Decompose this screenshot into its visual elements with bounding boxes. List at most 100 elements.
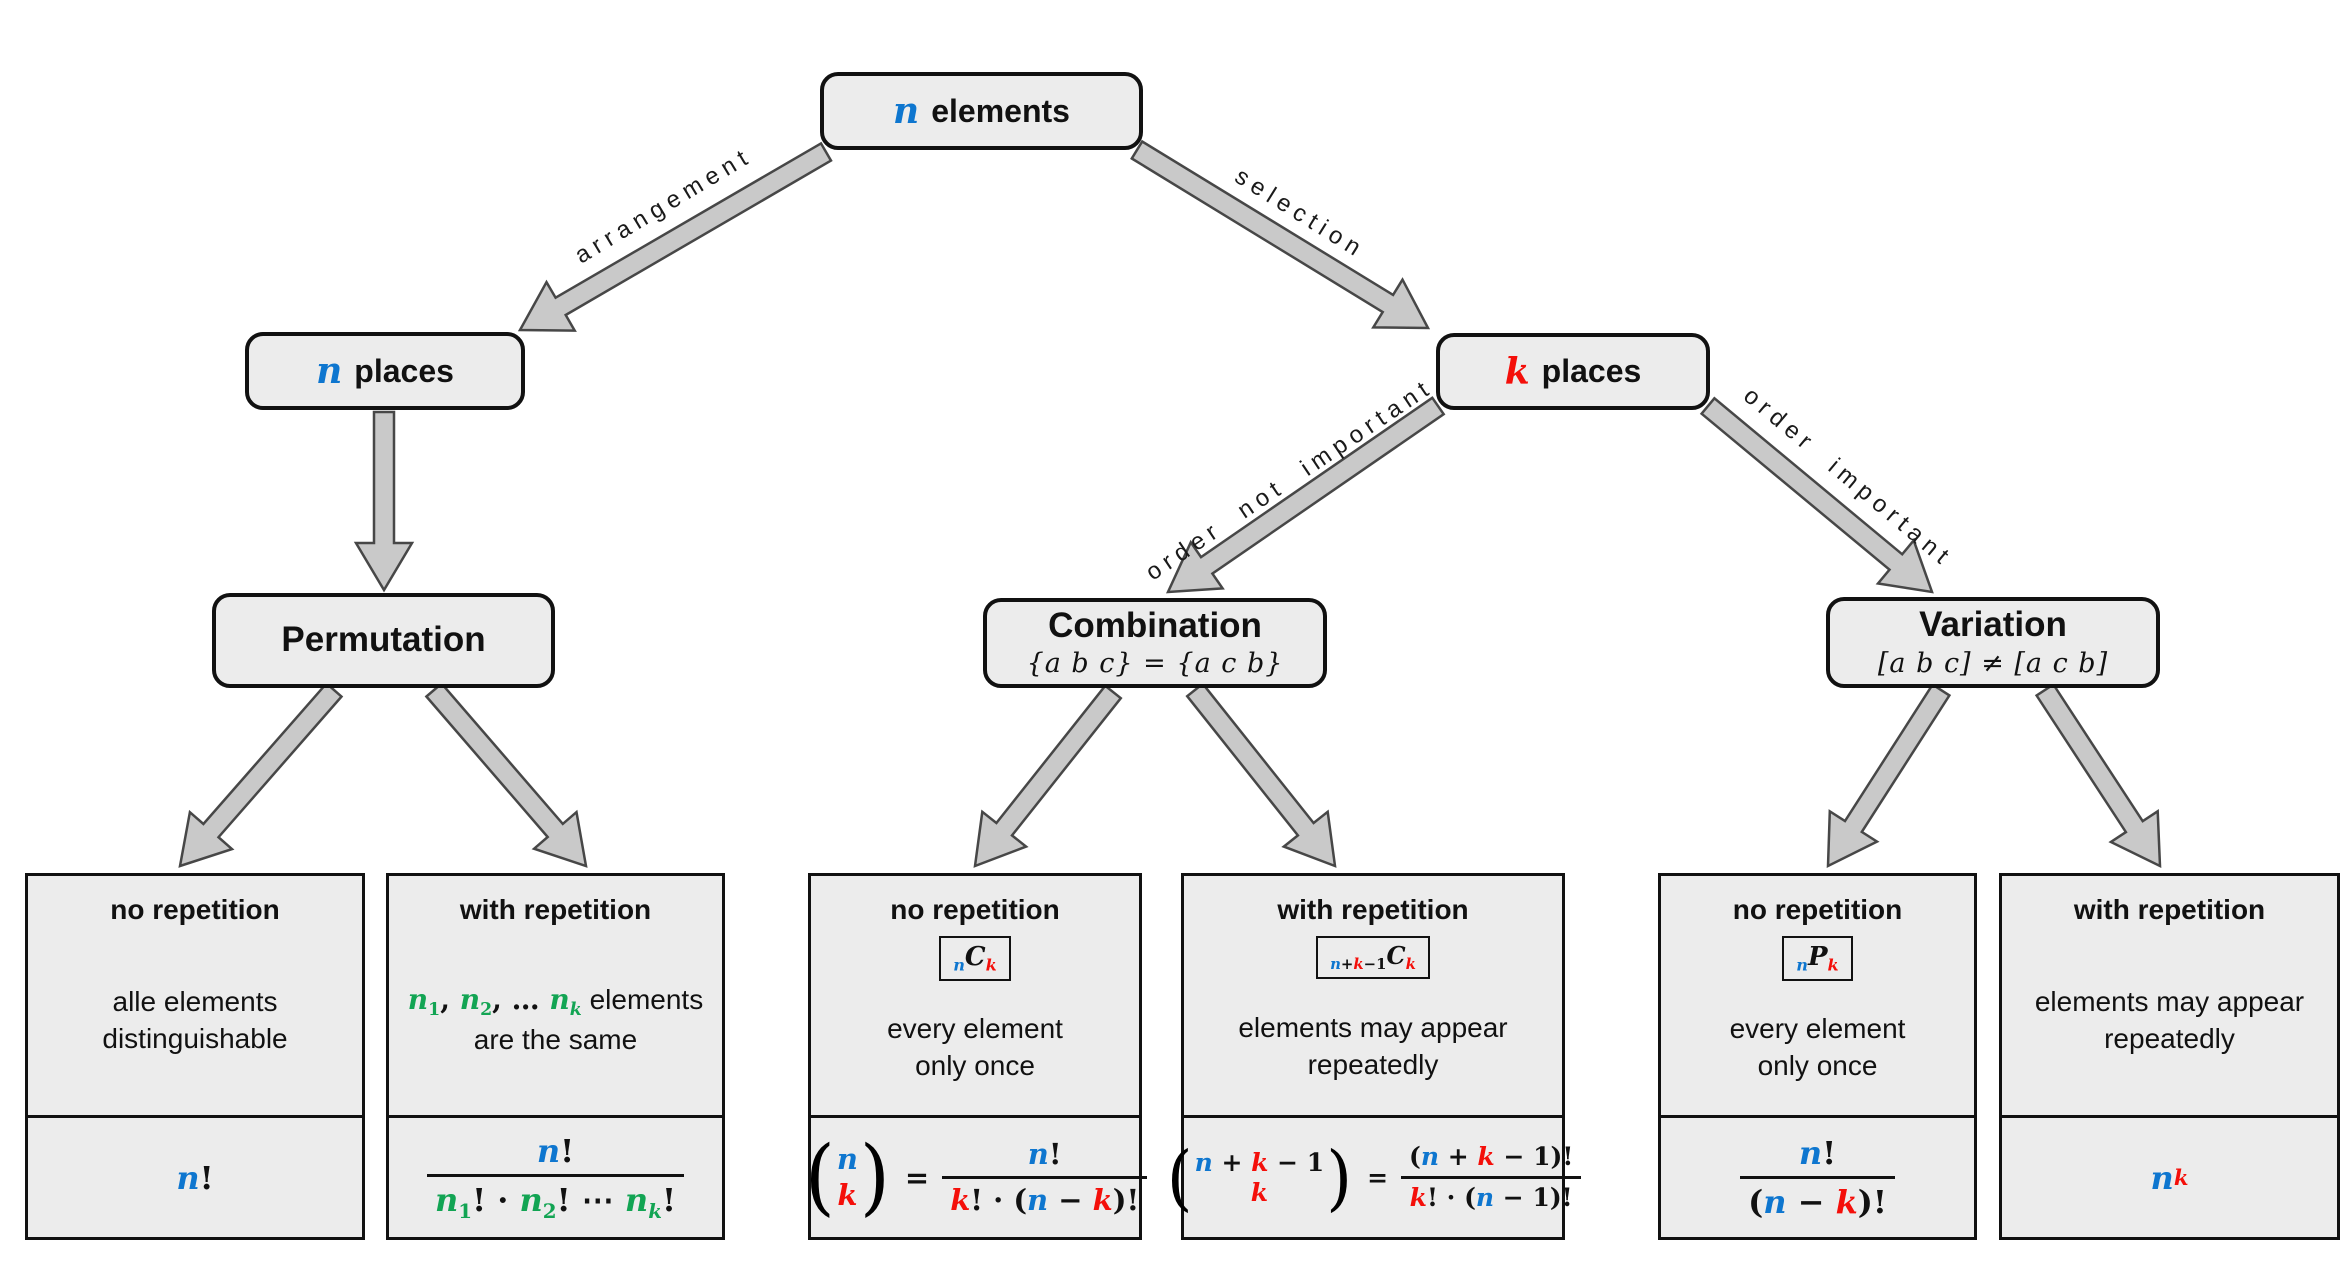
node-title: Permutation — [281, 620, 486, 660]
math-segment: ! ⋯ — [556, 1181, 625, 1220]
formula-badge: n+k−1Ck — [1316, 936, 1430, 979]
description-line: every element — [887, 1012, 1063, 1044]
equals-sign: = — [904, 1160, 930, 1195]
math-segment: k — [648, 1198, 662, 1223]
description-line: elements may appear — [2034, 985, 2305, 1017]
math-segment: k — [1405, 955, 1416, 974]
node-label: places — [354, 352, 454, 389]
math-segment: n — [1798, 1134, 1823, 1172]
flow-arrow — [424, 681, 588, 868]
fraction: n!k! · (n − k)! — [942, 1137, 1148, 1218]
math-segment: − 1 — [1494, 1142, 1551, 1171]
math-segment: n — [1420, 1142, 1440, 1171]
math-segment: ! — [661, 1181, 676, 1220]
math-segment: n — [1027, 1183, 1049, 1217]
math-segment: n — [549, 983, 570, 1017]
math-segment: k — [2173, 1165, 2189, 1190]
leaf-title: with repetition — [1277, 894, 1469, 925]
fraction: n!(n − k)! — [1740, 1134, 1895, 1221]
math-segment: n — [519, 1181, 543, 1220]
node-n-places: n places — [245, 332, 525, 410]
math-segment: C — [964, 942, 986, 972]
description-line: every element — [1729, 1012, 1906, 1044]
math-segment: k — [1353, 955, 1364, 974]
node-n-elements: n elements — [820, 72, 1143, 150]
leaf-title: with repetition — [459, 894, 652, 925]
math-segment: k — [1827, 955, 1839, 975]
math-segment: n — [624, 1181, 649, 1220]
flow-arrow — [1130, 139, 1431, 330]
math-segment: , … — [492, 983, 550, 1017]
math-segment: k — [569, 1000, 582, 1021]
math-segment: ! · — [472, 1181, 520, 1220]
math-segment: k — [985, 955, 997, 975]
math-segment: + — [1439, 1142, 1478, 1171]
leaf-formula: n!n1! · n2! ⋯ nk! — [389, 1118, 722, 1237]
description-line: elements may appear — [1238, 1011, 1508, 1043]
math-segment: −1 — [1363, 955, 1387, 974]
math-segment: − — [1786, 1183, 1836, 1221]
node-permutation: Permutation — [212, 593, 555, 688]
flow-arrow — [973, 684, 1123, 868]
leaf-formula: n! — [28, 1118, 362, 1237]
math-segment: elements — [581, 984, 704, 1016]
math-var-n: n — [316, 350, 343, 392]
description-line: alle elements — [112, 985, 278, 1017]
math-segment: )! — [1550, 1142, 1574, 1171]
leaf-title: no repetition — [1732, 894, 1903, 925]
node-title: Combination — [1048, 605, 1262, 645]
math-segment: n — [2150, 1158, 2174, 1197]
math-segment: )! — [1112, 1183, 1140, 1217]
math-segment: 1 — [428, 1000, 441, 1021]
description-line: repeatedly — [2104, 1022, 2235, 1054]
math-segment: n — [1796, 955, 1808, 975]
math-segment: n — [1763, 1183, 1787, 1221]
math-segment: k — [1250, 1177, 1269, 1207]
leaf-description: elements may appear repeatedly — [2035, 926, 2304, 1115]
flow-arrow — [178, 681, 344, 868]
leaf-title: no repetition — [890, 894, 1060, 925]
node-subtitle: [a b c] ≠ [a c b] — [1877, 647, 2109, 679]
equals-sign: = — [1367, 1163, 1389, 1192]
node-label: elements — [931, 92, 1070, 129]
math-segment: n — [953, 955, 965, 975]
math-segment: k — [950, 1183, 971, 1217]
math-segment: ! — [199, 1158, 214, 1197]
node-label: places — [1541, 353, 1642, 389]
fraction: (n + k − 1)!k! · (n − 1)! — [1401, 1142, 1582, 1213]
math-segment: n — [1330, 955, 1341, 974]
math-segment: , — [440, 983, 460, 1017]
leaf-combination-with-repetition: with repetition n+k−1Ck elements may app… — [1167, 873, 1582, 1240]
flow-arrow — [2034, 682, 2162, 869]
math-segment: n — [407, 983, 429, 1017]
leaf-title: no repetition — [110, 894, 280, 925]
math-segment: n — [459, 983, 481, 1017]
flow-arrow — [1826, 682, 1952, 869]
math-segment: n — [435, 1181, 459, 1220]
node-combination: Combination {a b c} = {a c b} — [983, 598, 1327, 688]
leaf-top-section: with repetition n+k−1Ck elements may app… — [1184, 876, 1562, 1118]
math-segment: k — [1092, 1183, 1113, 1217]
description-line: n1, n2, … nk elements — [408, 982, 703, 1022]
flow-arrow — [1185, 682, 1337, 868]
math-segment: − — [1048, 1183, 1093, 1217]
flow-arrow — [353, 410, 415, 593]
math-segment: 1 — [458, 1198, 473, 1223]
node-title: Variation — [1919, 605, 2067, 645]
